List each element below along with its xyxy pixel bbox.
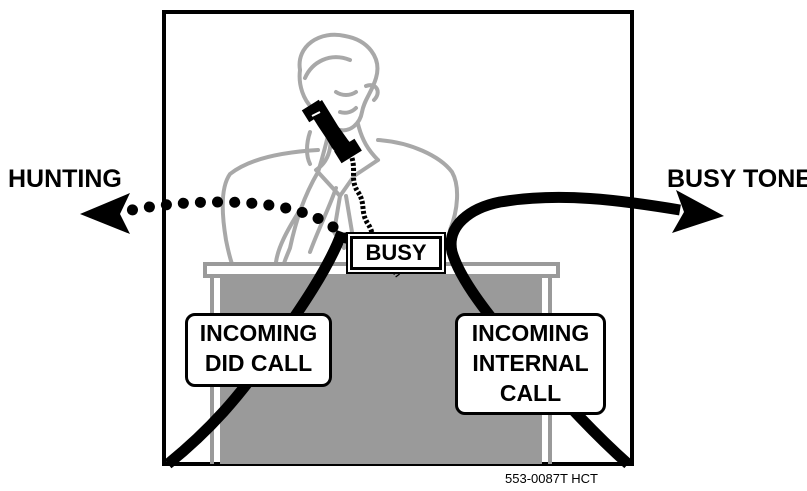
hunting-label: HUNTING bbox=[8, 165, 122, 194]
figure-id: 553-0087T HCT bbox=[505, 471, 598, 486]
internal-call-line2: INTERNAL bbox=[458, 348, 603, 378]
did-call-line2: DID CALL bbox=[188, 348, 329, 378]
busy-tone-arrowhead bbox=[672, 190, 724, 233]
internal-call-line3: CALL bbox=[458, 378, 603, 408]
did-call-line1: INCOMING bbox=[188, 318, 329, 348]
busy-sign: BUSY bbox=[350, 236, 442, 270]
incoming-did-call-box: INCOMING DID CALL bbox=[185, 313, 332, 387]
busy-tone-label: BUSY TONE bbox=[667, 165, 807, 194]
hunting-arrowhead bbox=[80, 193, 130, 234]
internal-call-line1: INCOMING bbox=[458, 318, 603, 348]
incoming-internal-call-box: INCOMING INTERNAL CALL bbox=[455, 313, 606, 415]
